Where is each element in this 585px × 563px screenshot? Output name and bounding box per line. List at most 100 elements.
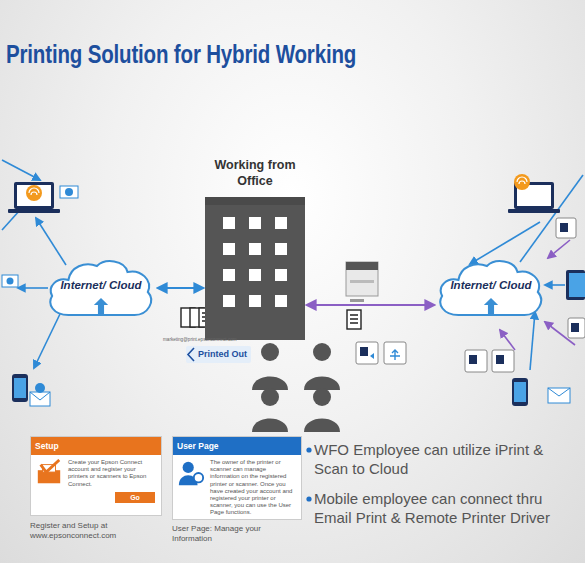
window xyxy=(275,269,287,281)
info-panel: User PageThe owner of the printer or sca… xyxy=(172,436,302,520)
email-address: marketing@print.epsonconnect.com xyxy=(163,337,237,342)
upload-arrow xyxy=(94,298,108,314)
figure-part xyxy=(26,185,42,201)
printer-right xyxy=(346,262,378,302)
figure-part xyxy=(261,343,279,361)
figure-part xyxy=(548,240,570,258)
people xyxy=(252,343,340,432)
figure-part xyxy=(569,273,585,297)
figure-part xyxy=(8,209,60,213)
figure-part xyxy=(508,209,560,213)
figure-part xyxy=(571,323,579,332)
window xyxy=(249,217,261,229)
window xyxy=(275,295,287,307)
window xyxy=(223,269,235,281)
laptop-icon xyxy=(8,182,78,213)
diagram-title: Printing Solution for Hybrid Working xyxy=(6,40,356,69)
cloud-node: Internet/ Cloud xyxy=(436,258,546,320)
setup-icon xyxy=(35,459,63,487)
cloud-label: Internet/ Cloud xyxy=(46,258,156,291)
figure-part xyxy=(514,174,530,190)
figure-part xyxy=(34,314,60,368)
window xyxy=(275,217,287,229)
figure-part xyxy=(7,278,14,285)
figure-part xyxy=(36,218,66,265)
figure-part xyxy=(360,347,368,356)
figure-part xyxy=(469,355,477,364)
bullet-dots xyxy=(306,447,311,501)
figure-part xyxy=(500,330,515,350)
figure-part xyxy=(60,186,78,198)
go-button: Go xyxy=(115,492,155,503)
panel-text: Create your Epson Connect account and re… xyxy=(68,459,157,488)
figure-part xyxy=(14,182,54,209)
window xyxy=(249,243,261,255)
connector xyxy=(307,304,434,306)
figure-part xyxy=(512,378,528,406)
email-icon xyxy=(2,275,18,287)
figure-part xyxy=(65,188,73,196)
window xyxy=(223,295,235,307)
figure-part xyxy=(548,388,570,396)
figure-part xyxy=(41,460,60,472)
connector xyxy=(158,287,203,289)
figure-part xyxy=(350,315,358,323)
figure-part xyxy=(556,218,576,238)
window xyxy=(223,243,235,255)
roof xyxy=(205,197,305,205)
bullet-text: WFO Employee can utilize iPrint & Scan t… xyxy=(314,440,576,478)
figure-part xyxy=(2,160,40,180)
tag-chevron xyxy=(186,346,196,363)
panel-body: Create your Epson Connect account and re… xyxy=(31,455,161,490)
building-windows xyxy=(205,197,305,340)
panel-caption: Register and Setup at www.epsonconnect.c… xyxy=(30,521,142,541)
figure-part xyxy=(545,284,565,286)
window xyxy=(249,295,261,307)
phone-icon xyxy=(12,374,50,406)
left-device-links xyxy=(2,160,66,368)
figure-part xyxy=(346,262,378,296)
tablet-icon xyxy=(566,270,585,300)
figure-part xyxy=(18,287,48,289)
figure-part xyxy=(465,350,487,372)
figure-part xyxy=(347,310,361,329)
figure-part xyxy=(17,185,51,206)
figure-part xyxy=(29,188,39,195)
figure-part xyxy=(470,222,540,264)
figure-part xyxy=(356,342,378,364)
figure-part xyxy=(384,342,406,364)
office-building: Working from Office xyxy=(205,197,305,340)
figure-part xyxy=(566,270,585,300)
panel-heading: Setup xyxy=(31,437,161,455)
figure-part xyxy=(30,392,50,400)
window xyxy=(223,217,235,229)
figure-part xyxy=(313,343,331,361)
panel-heading: User Page xyxy=(173,437,301,455)
panel-text: The owner of the printer or scanner can … xyxy=(210,459,297,517)
figure-part xyxy=(252,419,288,433)
button-label: Go xyxy=(115,492,155,503)
panel-body: The owner of the printer or scanner can … xyxy=(173,455,301,519)
figure-part xyxy=(183,462,194,473)
panel-caption: User Page: Manage your Information xyxy=(172,524,284,544)
figure-part xyxy=(560,223,568,232)
info-panel: SetupCreate your Epson Connect account a… xyxy=(30,436,162,516)
figure-part xyxy=(313,388,331,406)
figure-part xyxy=(370,353,374,359)
figure-part xyxy=(261,388,279,406)
figure-part xyxy=(346,262,378,270)
figure-part xyxy=(350,299,364,302)
figure-part xyxy=(304,419,340,433)
figure-part xyxy=(12,374,28,402)
window xyxy=(249,269,261,281)
upload-arrow xyxy=(484,298,498,314)
figure-part xyxy=(304,377,340,391)
figure-part xyxy=(194,473,203,482)
figure-part xyxy=(188,348,194,361)
figure-part xyxy=(514,382,526,402)
figure-part xyxy=(35,383,45,393)
phone-icon xyxy=(512,378,570,406)
laptop-icon xyxy=(508,174,560,213)
figure-part xyxy=(350,280,374,283)
